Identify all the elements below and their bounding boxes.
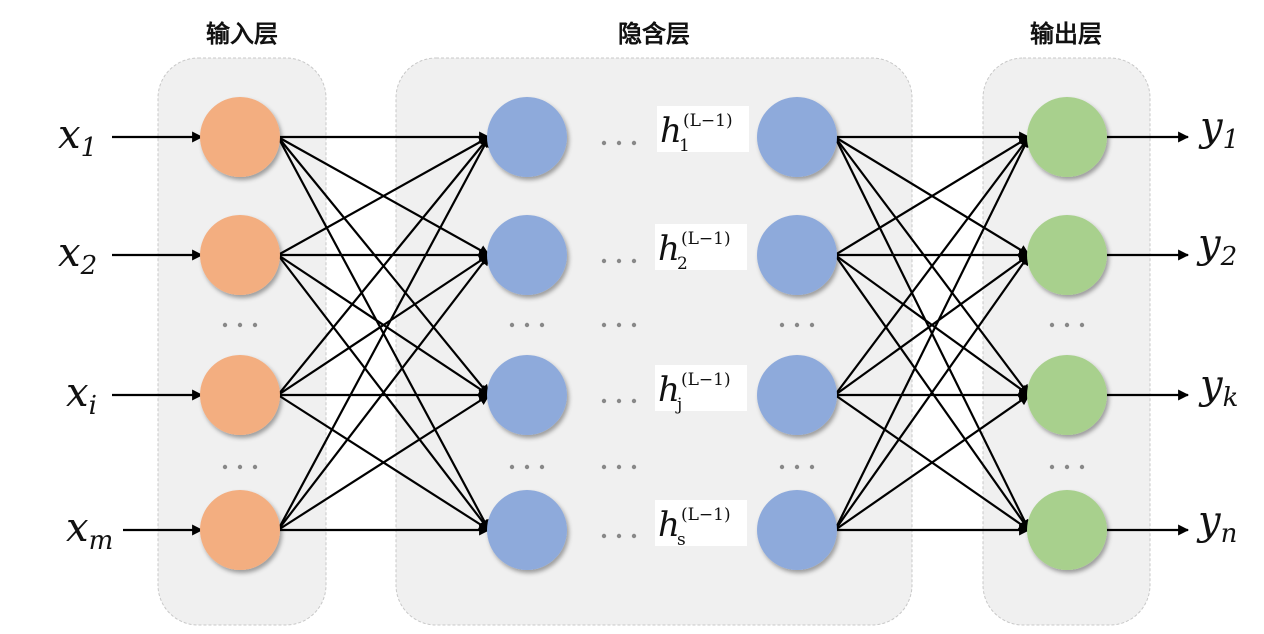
output-node-yn xyxy=(1027,490,1107,570)
hidden-first-node-4 xyxy=(487,490,567,570)
svg-text:xi: xi xyxy=(66,370,97,421)
svg-text:h: h xyxy=(658,505,680,545)
svg-text:(L−1): (L−1) xyxy=(681,370,731,390)
hidden-layer-panel xyxy=(395,57,913,626)
hidden-first-node-2 xyxy=(487,215,567,295)
svg-text:yk: yk xyxy=(1198,362,1238,413)
svg-text:yn: yn xyxy=(1196,498,1237,549)
edges-group xyxy=(112,131,1190,536)
input-label-m: xm xyxy=(66,505,113,556)
edge-hidden-3-output-1 xyxy=(834,136,1030,396)
input-ellipsis-2 xyxy=(222,464,258,470)
hidden-between-ellipsis-3 xyxy=(601,398,637,404)
hidden-between-ellipsis-1 xyxy=(601,140,637,146)
edge-hidden-3-output-2 xyxy=(834,254,1030,396)
output-ellipsis-2 xyxy=(1049,464,1085,470)
input-node-x1 xyxy=(200,97,280,177)
hidden-last-ellipsis-2 xyxy=(779,464,815,470)
hidden-label-s: h s (L−1) xyxy=(655,500,747,550)
hidden-between-ellipsis-4 xyxy=(601,533,637,539)
svg-text:(L−1): (L−1) xyxy=(681,505,731,525)
nodes-group xyxy=(200,97,1107,570)
output-label-2: y2 xyxy=(1196,221,1237,272)
ellipsis-group xyxy=(222,140,1085,539)
edge-input-3-hidden-1 xyxy=(277,136,490,396)
hidden-label-j: h j (L−1) xyxy=(655,365,747,415)
hidden-label-2: h 2 (L−1) xyxy=(655,224,747,274)
edge-hidden-2-output-1 xyxy=(834,136,1030,256)
svg-text:s: s xyxy=(677,530,686,550)
svg-text:(L−1): (L−1) xyxy=(681,229,731,249)
output-node-y2 xyxy=(1027,215,1107,295)
edge-input-4-hidden-1 xyxy=(277,136,490,531)
input-node-xi xyxy=(200,355,280,435)
input-layer-title: 输入层 xyxy=(206,20,278,48)
output-ellipsis-1 xyxy=(1049,322,1085,328)
hidden-between-ellipsis-2 xyxy=(601,258,637,264)
hidden-label-1: h 1 (L−1) xyxy=(657,106,749,156)
hidden-last-node-h2 xyxy=(757,215,837,295)
edge-input-4-hidden-3 xyxy=(277,394,490,531)
output-label-k: yk xyxy=(1198,362,1238,413)
hidden-first-ellipsis-2 xyxy=(509,464,545,470)
hidden-mid-ellipsis-v-1 xyxy=(601,322,637,328)
hidden-first-node-3 xyxy=(487,355,567,435)
svg-text:2: 2 xyxy=(677,254,688,274)
edge-hidden-4-output-2 xyxy=(834,254,1030,531)
input-label-i: xi xyxy=(66,370,97,421)
input-label-1: x1 xyxy=(58,112,97,163)
hidden-last-node-h1 xyxy=(757,97,837,177)
svg-text:1: 1 xyxy=(679,136,690,156)
svg-text:j: j xyxy=(675,395,682,415)
input-layer-panel xyxy=(157,57,327,626)
svg-text:h: h xyxy=(658,370,680,410)
hidden-first-node-1 xyxy=(487,97,567,177)
output-label-n: yn xyxy=(1196,498,1237,549)
input-node-xm xyxy=(200,490,280,570)
output-layer-panel xyxy=(982,57,1151,626)
edge-hidden-4-output-3 xyxy=(834,394,1030,531)
hidden-last-node-hj xyxy=(757,355,837,435)
edge-input-2-hidden-1 xyxy=(277,136,490,256)
output-node-yk xyxy=(1027,355,1107,435)
svg-text:h: h xyxy=(660,111,682,151)
output-layer-title: 输出层 xyxy=(1030,20,1102,48)
input-node-x2 xyxy=(200,215,280,295)
svg-text:x2: x2 xyxy=(58,230,97,281)
svg-text:h: h xyxy=(658,229,680,269)
svg-text:xm: xm xyxy=(66,505,113,556)
svg-text:y1: y1 xyxy=(1198,104,1239,155)
hidden-mid-ellipsis-v-2 xyxy=(601,464,637,470)
hidden-last-node-hs xyxy=(757,490,837,570)
svg-text:x1: x1 xyxy=(58,112,97,163)
edge-input-3-hidden-2 xyxy=(277,254,490,396)
input-ellipsis-1 xyxy=(222,322,258,328)
output-node-y1 xyxy=(1027,97,1107,177)
input-label-2: x2 xyxy=(58,230,97,281)
svg-text:y2: y2 xyxy=(1196,221,1237,272)
edge-hidden-4-output-1 xyxy=(834,136,1030,531)
hidden-layer-title: 隐含层 xyxy=(618,20,690,48)
hidden-last-ellipsis-1 xyxy=(779,322,815,328)
hidden-first-ellipsis-1 xyxy=(509,322,545,328)
edge-input-4-hidden-2 xyxy=(277,254,490,531)
output-label-1: y1 xyxy=(1198,104,1239,155)
svg-text:(L−1): (L−1) xyxy=(683,111,733,131)
